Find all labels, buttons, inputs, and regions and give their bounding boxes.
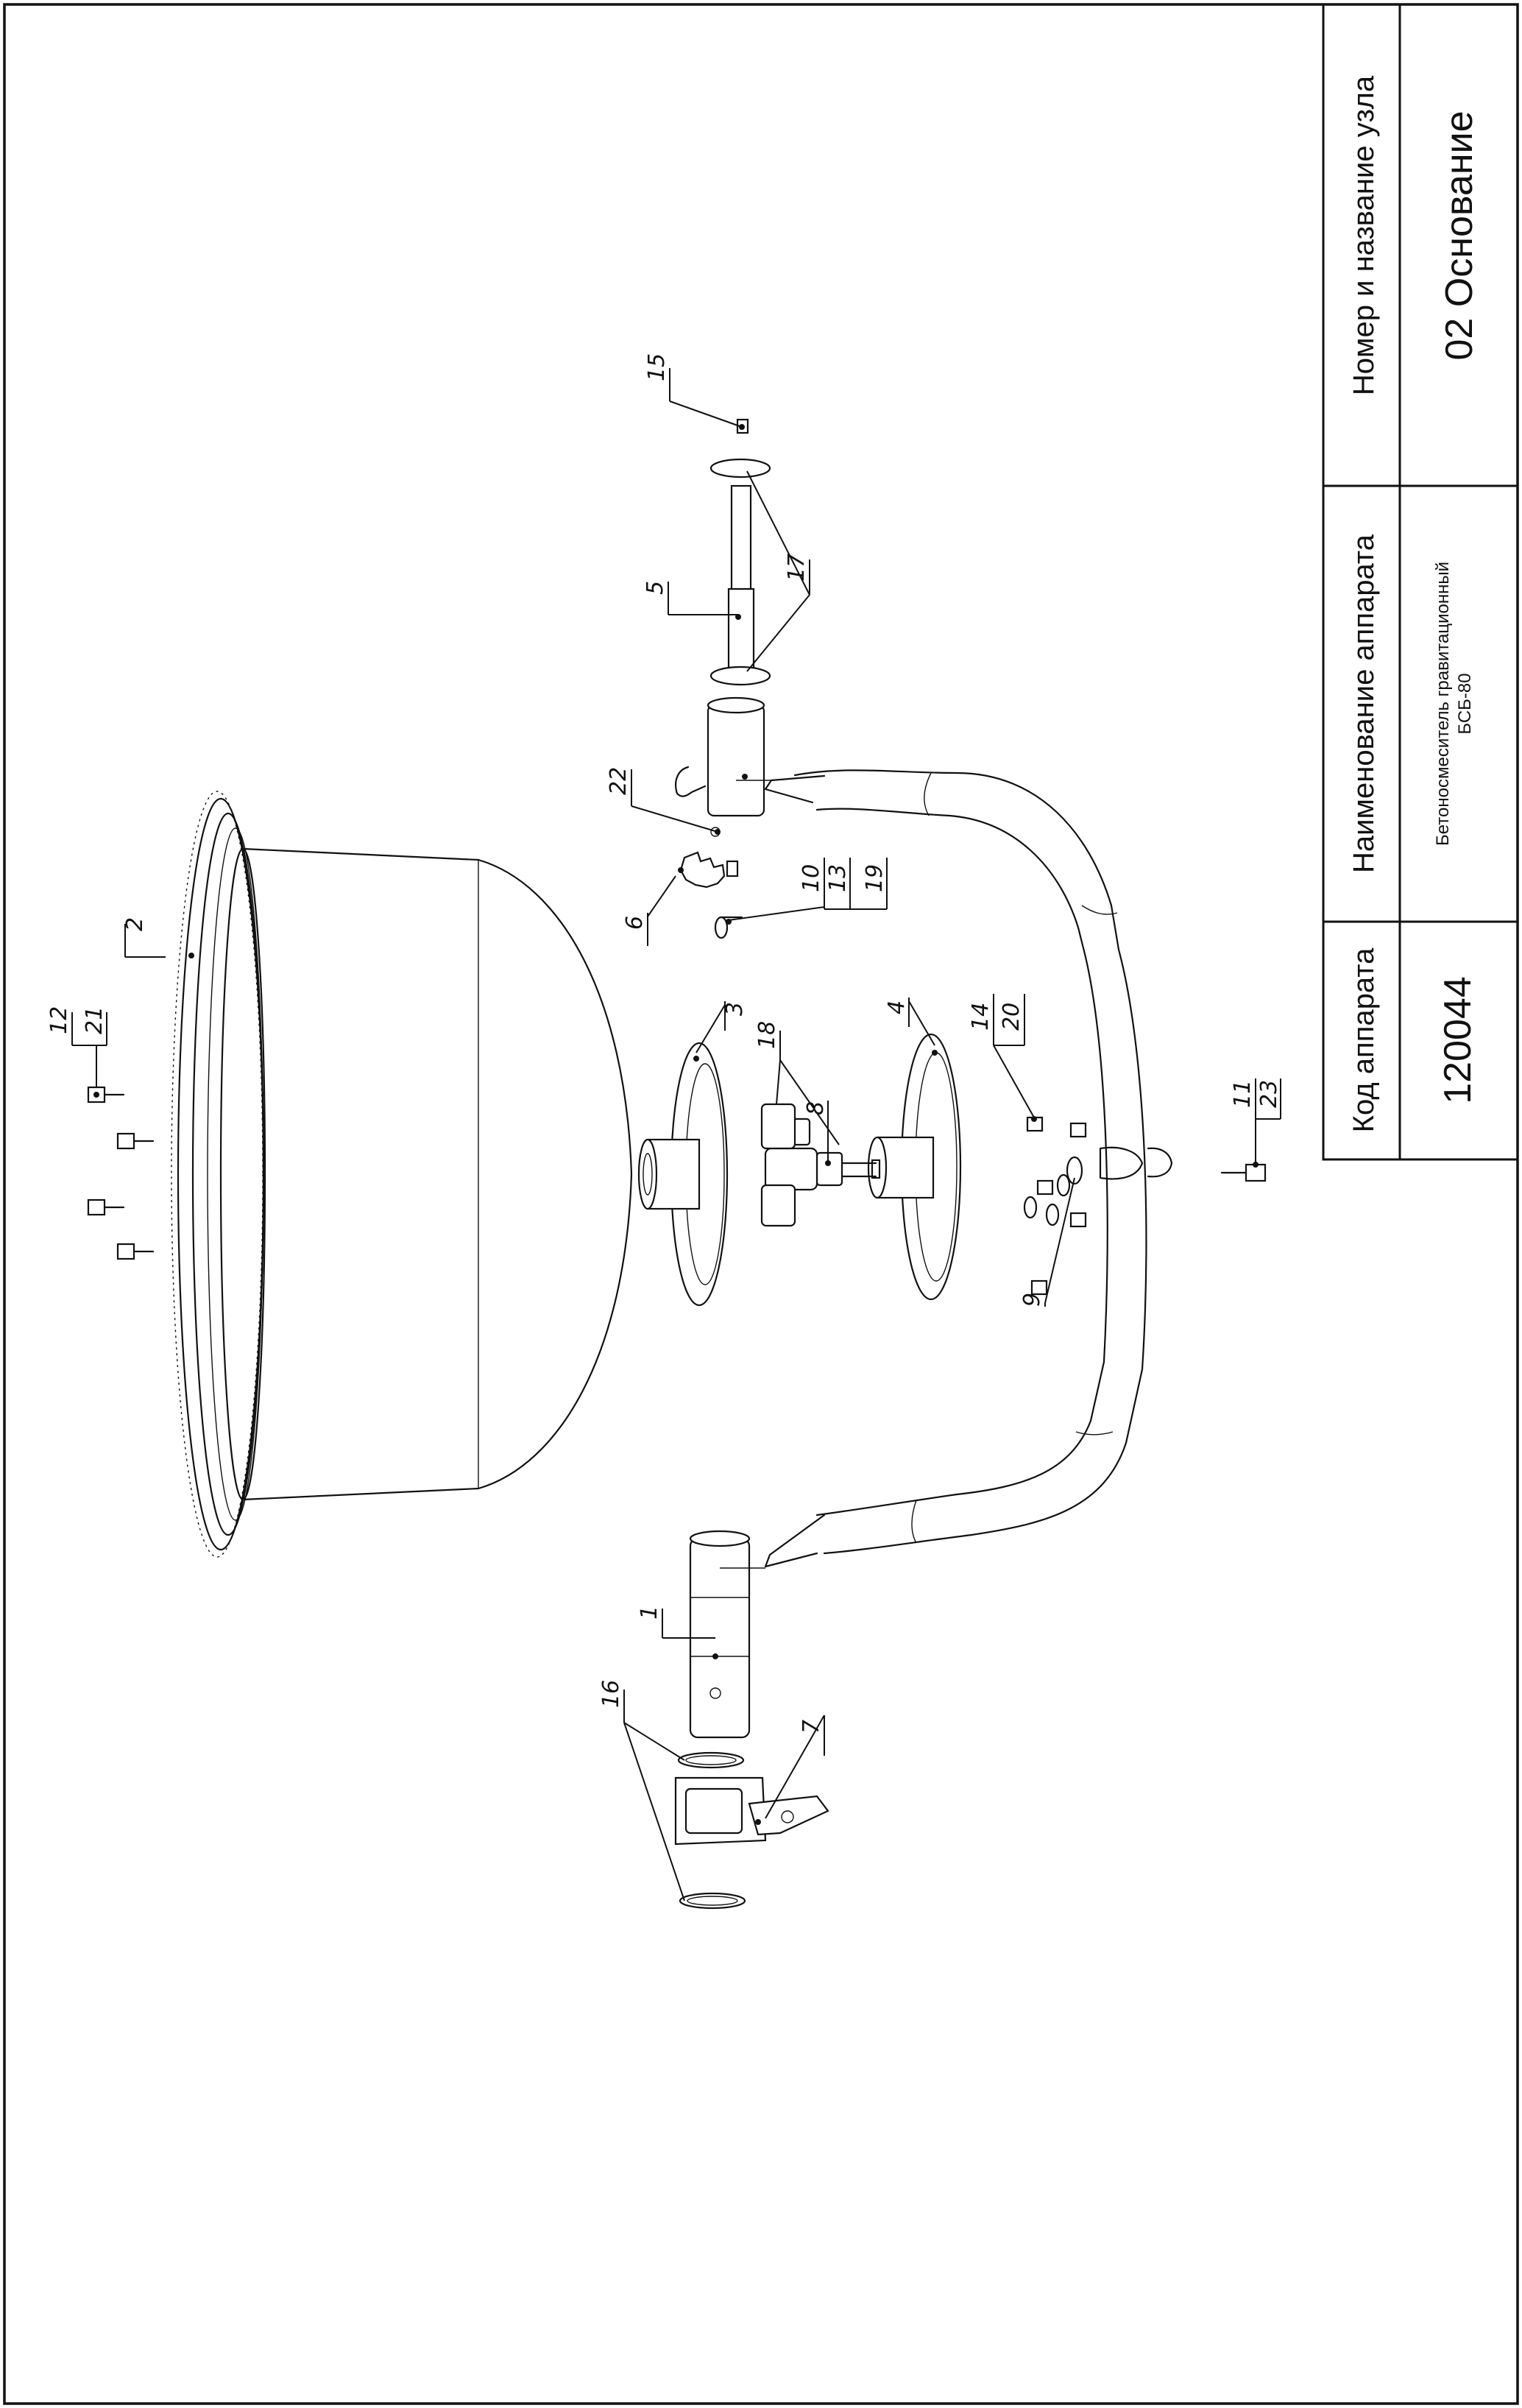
- flange-3: [637, 1042, 729, 1307]
- callout-18: 18: [754, 1021, 780, 1049]
- washer-16b-inner: [687, 1896, 738, 1906]
- callout-5: 5: [643, 581, 668, 595]
- callout-19: 19: [862, 864, 888, 892]
- callout-2: 2: [122, 917, 148, 931]
- node-header: Номер и название узла: [1348, 75, 1380, 395]
- right-sleeve: [675, 696, 771, 837]
- callout-22: 22: [606, 767, 631, 795]
- name-value-line2: БСБ-80: [1455, 673, 1475, 734]
- node-value: 02 Основание: [1438, 110, 1481, 360]
- sprocket-6: [679, 851, 743, 939]
- callout-8: 8: [803, 1101, 829, 1115]
- bracket-7: [674, 1776, 829, 1846]
- callout-10: 10: [799, 864, 824, 892]
- base-frame-tube: [764, 769, 1173, 1568]
- flange-4: [867, 1033, 962, 1301]
- callout-23: 23: [1256, 1080, 1282, 1108]
- bolt-11: [1220, 1163, 1267, 1182]
- callout-15: 15: [644, 353, 670, 381]
- callout-21: 21: [82, 1006, 107, 1034]
- bolts-12: [87, 1086, 155, 1260]
- callouts: 1 2 3 4 5 6 7 8: [46, 353, 1282, 1902]
- drum-2: [171, 791, 633, 1558]
- callout-17: 17: [784, 554, 810, 582]
- callout-14: 14: [968, 1003, 994, 1031]
- hardware-9-14: [1023, 1116, 1087, 1296]
- callout-11: 11: [1230, 1080, 1256, 1108]
- washer-16b: [679, 1892, 746, 1910]
- left-sleeve: [689, 1530, 765, 1739]
- code-value: 120044: [1437, 976, 1479, 1104]
- callout-20: 20: [999, 1003, 1024, 1031]
- callout-16: 16: [598, 1680, 624, 1708]
- callout-1: 1: [637, 1606, 662, 1620]
- washer-16a-inner: [685, 1755, 737, 1765]
- name-header: Наименование аппарата: [1348, 534, 1380, 873]
- shaft-5: [709, 418, 771, 686]
- callout-6: 6: [622, 916, 648, 930]
- callout-12: 12: [46, 1006, 72, 1034]
- callout-13: 13: [825, 864, 851, 892]
- shaft-8: [760, 1103, 881, 1227]
- washer-16a: [677, 1751, 745, 1769]
- callout-9: 9: [1019, 1293, 1045, 1307]
- callout-7: 7: [799, 1720, 824, 1734]
- name-value-line1: Бетоносмеситель гравитационный: [1433, 562, 1453, 846]
- title-block: Код аппарата 120044 Наименование аппарат…: [1322, 3, 1519, 1161]
- callout-4: 4: [884, 1000, 910, 1014]
- code-header: Код аппарата: [1348, 947, 1380, 1132]
- drawing-frame: [3, 3, 1519, 2405]
- callout-3: 3: [722, 1002, 748, 1016]
